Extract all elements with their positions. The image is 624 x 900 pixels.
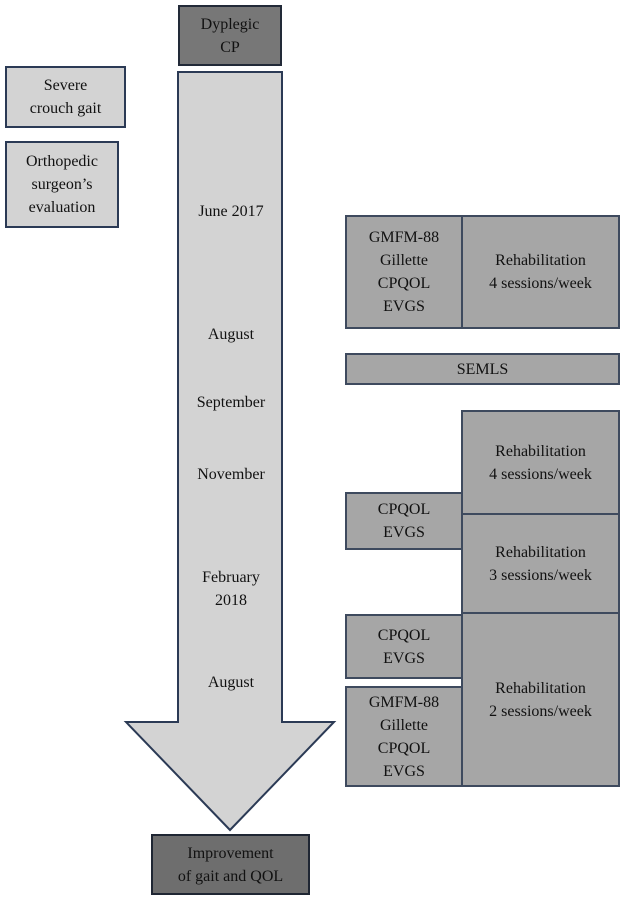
start-line-2: CP [220, 38, 240, 56]
surgery-label: SEMLS [456, 360, 509, 378]
assessment-line: EVGS [383, 524, 425, 541]
note-line: surgeon’s [31, 176, 93, 193]
assessment-box-4: GMFM-88 Gillette CPQOL EVGS [345, 686, 463, 787]
timeline-label-february-2018: February 2018 [161, 566, 301, 612]
rehab-box-1: Rehabilitation 4 sessions/week [461, 215, 620, 329]
assessment-line: EVGS [383, 649, 425, 667]
assessment-box-1: GMFM-88 Gillette CPQOL EVGS [345, 215, 463, 329]
timeline-label-august-2018: August [161, 671, 301, 694]
timeline-label-line: June 2017 [198, 203, 264, 220]
timeline-label-june-2017: June 2017 [161, 200, 301, 223]
assessment-box-2: CPQOL EVGS [345, 492, 463, 550]
end-box-improvement: Improvement of gait and QOL [151, 834, 310, 895]
timeline-label-line: February [202, 569, 260, 586]
timeline-label-line: 2018 [215, 592, 247, 609]
start-line-1: Dyplegic [200, 15, 260, 33]
rehab-line: Rehabilitation [495, 543, 586, 561]
note-severe-crouch-gait: Severe crouch gait [5, 66, 126, 128]
rehab-line: 4 sessions/week [489, 275, 592, 292]
note-orthopedic-evaluation: Orthopedic surgeon’s evaluation [5, 141, 119, 228]
assessment-box-3: CPQOL EVGS [345, 614, 463, 679]
note-line: Severe [43, 77, 88, 94]
rehab-box-4: Rehabilitation 2 sessions/week [461, 612, 620, 787]
note-line: evaluation [28, 199, 96, 216]
rehab-box-2: Rehabilitation 4 sessions/week [461, 410, 620, 515]
rehab-line: 4 sessions/week [489, 465, 592, 483]
assessment-line: EVGS [383, 762, 425, 780]
rehab-line: 2 sessions/week [489, 702, 592, 720]
surgery-box-semls: SEMLS [345, 353, 620, 385]
assessment-line: EVGS [383, 298, 425, 315]
timeline-arrow-shape [123, 71, 337, 832]
timeline-label-line: August [207, 326, 255, 343]
end-line-1: Improvement [187, 844, 274, 862]
assessment-line: CPQOL [377, 501, 431, 518]
assessment-line: CPQOL [377, 275, 431, 292]
start-box-dyplegic-cp: Dyplegic CP [178, 5, 282, 66]
rehab-line: Rehabilitation [495, 252, 586, 269]
assessment-line: CPQOL [377, 626, 431, 644]
assessment-line: GMFM-88 [368, 229, 440, 246]
timeline-label-august-2017: August [161, 323, 301, 346]
rehab-box-3: Rehabilitation 3 sessions/week [461, 513, 620, 614]
timeline-label-november: November [161, 463, 301, 486]
rehab-line: 3 sessions/week [489, 566, 592, 584]
note-line: crouch gait [29, 100, 102, 117]
timeline-label-september: September [161, 391, 301, 414]
assessment-line: Gillette [380, 252, 428, 269]
timeline-label-line: November [197, 466, 265, 483]
assessment-line: Gillette [380, 716, 428, 734]
end-line-2: of gait and QOL [177, 867, 284, 885]
rehab-line: Rehabilitation [495, 679, 586, 697]
assessment-line: CPQOL [377, 739, 431, 757]
timeline-label-line: September [196, 394, 266, 411]
rehab-line: Rehabilitation [495, 442, 586, 460]
note-line: Orthopedic [26, 153, 98, 170]
timeline-label-line: August [207, 674, 255, 691]
assessment-line: GMFM-88 [368, 693, 440, 711]
